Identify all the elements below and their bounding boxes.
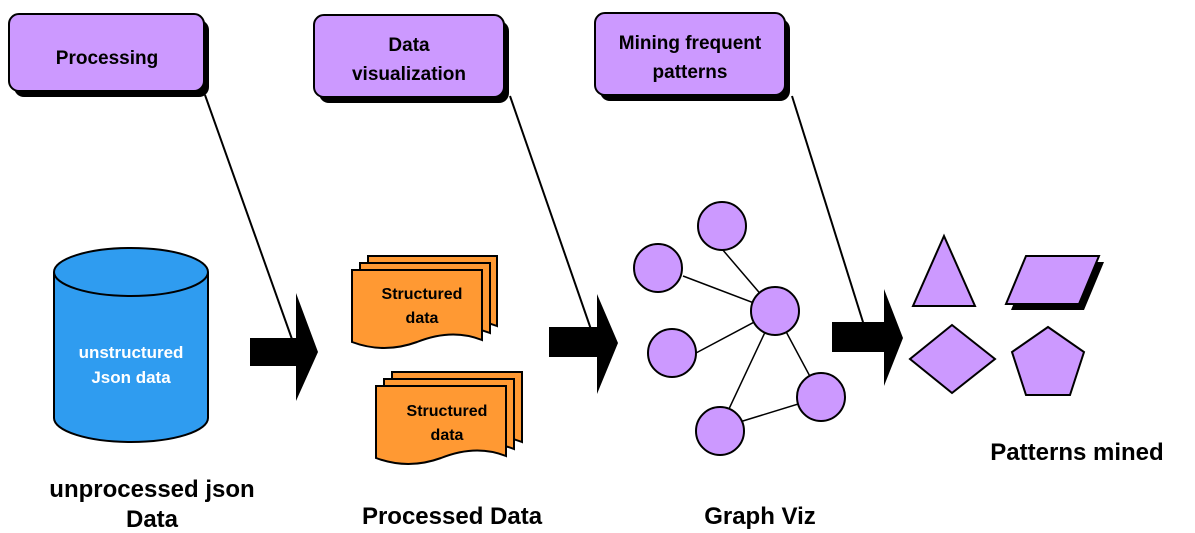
callout-processing: Processing xyxy=(8,13,209,97)
caption-processed-data: Processed Data xyxy=(362,503,543,530)
callout-mining-frequent-patterns: Mining frequent patterns xyxy=(594,12,790,101)
graph-node xyxy=(697,201,747,251)
graph-node xyxy=(750,286,800,336)
arrow-right-icon xyxy=(549,294,618,394)
callout-visualization-line-2: visualization xyxy=(352,64,466,85)
graph-node xyxy=(695,406,745,456)
document-1-label-line-1: Structured xyxy=(382,286,463,303)
graph-node xyxy=(633,243,683,293)
arrow-right-icon xyxy=(250,293,318,401)
document-2-label-line-2: data xyxy=(431,427,464,444)
graph-node xyxy=(796,372,846,422)
visualization-pointer-line xyxy=(509,95,595,339)
parallelogram-pattern-icon xyxy=(1004,255,1104,310)
caption-graph-viz: Graph Viz xyxy=(704,503,816,530)
diamond-pattern-icon xyxy=(908,323,997,395)
callout-visualization-line-1: Data xyxy=(388,35,430,56)
callout-mining-line-2: patterns xyxy=(653,62,728,83)
database-label-line-1: unstructured xyxy=(79,343,184,362)
processing-pointer-line xyxy=(204,94,294,343)
graph-node xyxy=(647,328,697,378)
graph-network-icon xyxy=(633,201,846,456)
caption-patterns-mined: Patterns mined xyxy=(990,439,1163,466)
callout-mining-line-1: Mining frequent xyxy=(619,33,762,54)
caption-unprocessed-line-1: unprocessed json xyxy=(49,476,254,503)
mining-pointer-line xyxy=(791,95,869,339)
database-cylinder-icon: unstructured Json data xyxy=(53,247,209,443)
document-stack-icon: Structured data xyxy=(375,371,523,465)
database-label-line-2: Json data xyxy=(91,368,171,387)
pentagon-pattern-icon xyxy=(1010,325,1086,396)
document-2-label-line-1: Structured xyxy=(407,403,488,420)
document-1-label-line-2: data xyxy=(406,310,439,327)
arrow-right-icon xyxy=(832,289,903,386)
document-stack-icon: Structured data xyxy=(351,255,498,349)
callout-processing-line-1: Processing xyxy=(56,48,158,69)
caption-unprocessed-line-2: Data xyxy=(126,506,179,533)
callout-data-visualization: Data visualization xyxy=(313,14,509,103)
triangle-pattern-icon xyxy=(911,233,977,307)
